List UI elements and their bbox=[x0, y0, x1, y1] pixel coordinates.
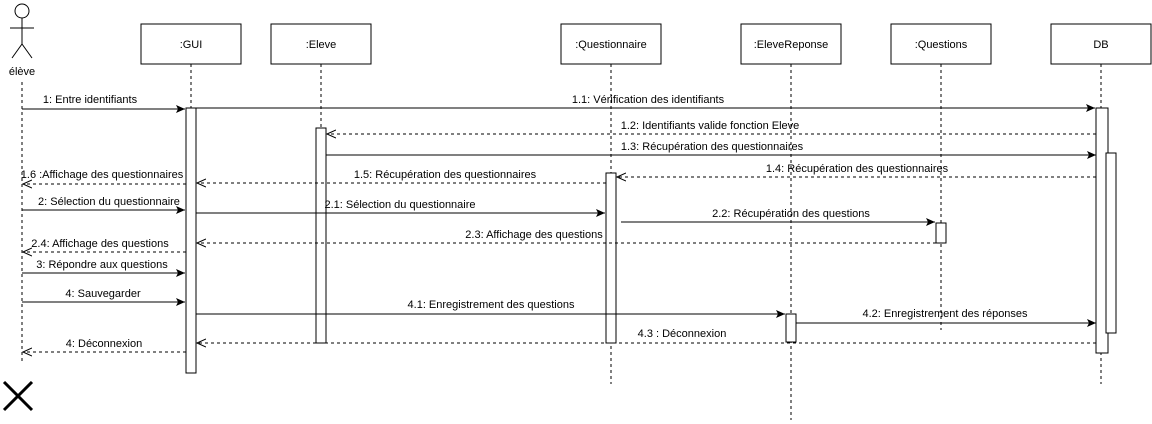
message-4-1-label: 4.1: Enregistrement des questions bbox=[408, 299, 575, 311]
message-2-3: 2.3: Affichage des questions bbox=[197, 229, 936, 243]
message-2-label: 2: Sélection du questionnaire bbox=[38, 196, 180, 208]
message-2-3-label: 2.3: Affichage des questions bbox=[465, 229, 603, 241]
message-1-4-label: 1.4: Récupération des questionnaires bbox=[766, 163, 949, 175]
lifeline-db-label: DB bbox=[1093, 39, 1108, 51]
message-4-1: 4.1: Enregistrement des questions bbox=[196, 299, 785, 318]
message-2: 2: Sélection du questionnaire bbox=[22, 196, 185, 214]
message-4-2: 4.2: Enregistrement des réponses bbox=[796, 308, 1096, 327]
message-2-1-label: 2.1: Sélection du questionnaire bbox=[324, 199, 475, 211]
message-1-6: 1.6 :Affichage des questionnaires bbox=[21, 169, 186, 184]
lifeline-elevereponse-label: :EleveReponse bbox=[754, 39, 829, 51]
lifeline-db-head bbox=[1050, 23, 1152, 65]
message-3: 3: Répondre aux questions bbox=[22, 259, 185, 277]
lifeline-db: DB bbox=[1050, 23, 1152, 384]
lifeline-elevereponse-head bbox=[740, 23, 842, 65]
lifeline-gui-label: :GUI bbox=[180, 39, 203, 51]
lifeline-eleve-head bbox=[270, 23, 372, 65]
message-4: 4: Sauvegarder bbox=[22, 288, 185, 306]
lifeline-questionnaire-head bbox=[560, 23, 662, 65]
lifeline-gui-head bbox=[140, 23, 242, 65]
message-1-2-label: 1.2: Identifiants valide fonction Eleve bbox=[621, 120, 800, 132]
message-1-4: 1.4: Récupération des questionnaires bbox=[617, 163, 1096, 177]
message-4-2-label: 4.2: Enregistrement des réponses bbox=[862, 308, 1028, 320]
message-2-2-label: 2.2: Récupération des questions bbox=[712, 208, 870, 220]
message-3-label: 3: Répondre aux questions bbox=[36, 259, 168, 271]
actor-figure-icon bbox=[10, 3, 34, 59]
lifeline-gui: :GUI bbox=[140, 23, 242, 372]
message-1-2: 1.2: Identifiants valide fonction Eleve bbox=[327, 120, 1096, 134]
activation-eleve bbox=[315, 127, 327, 344]
message-2-4-label: 2.4: Affichage des questions bbox=[31, 238, 169, 250]
message-1-3-label: 1.3: Récupération des questionnaires bbox=[621, 141, 804, 153]
message-2-1: 2.1: Sélection du questionnaire bbox=[196, 199, 605, 217]
message-1-label: 1: Entre identifiants bbox=[43, 94, 138, 106]
lifeline-questions-head bbox=[890, 23, 992, 65]
message-4-4: 4: Déconnexion bbox=[23, 338, 186, 352]
lifeline-eleve: :Eleve bbox=[270, 23, 372, 344]
actor-eleve: élève bbox=[9, 3, 35, 362]
lifeline-questionnaire-label: :Questionnaire bbox=[575, 39, 647, 51]
activation-elevereponse bbox=[785, 313, 797, 343]
message-1-6-label: 1.6 :Affichage des questionnaires bbox=[21, 169, 184, 181]
activation-db-inner bbox=[1105, 152, 1117, 334]
message-2-4: 2.4: Affichage des questions bbox=[23, 238, 186, 252]
destruction-x-icon bbox=[2, 380, 34, 412]
message-1-5: 1.5: Récupération des questionnaires bbox=[197, 169, 606, 183]
message-1-3: 1.3: Récupération des questionnaires bbox=[326, 141, 1096, 159]
lifeline-eleve-label: :Eleve bbox=[306, 39, 337, 51]
activation-gui bbox=[185, 107, 197, 374]
message-4-4-label: 4: Déconnexion bbox=[66, 338, 142, 350]
message-1: 1: Entre identifiants bbox=[22, 94, 185, 113]
message-1-5-label: 1.5: Récupération des questionnaires bbox=[354, 169, 537, 181]
message-4-label: 4: Sauvegarder bbox=[65, 288, 141, 300]
message-4-3-label: 4.3 : Déconnexion bbox=[638, 328, 727, 340]
activation-questions bbox=[935, 222, 947, 244]
actor-label: élève bbox=[9, 66, 35, 78]
message-4-3: 4.3 : Déconnexion bbox=[197, 328, 1096, 343]
message-1-1: 1.1: Vérification des identifiants bbox=[196, 94, 1095, 112]
lifeline-questions-label: :Questions bbox=[915, 39, 968, 51]
message-2-2: 2.2: Récupération des questions bbox=[621, 208, 935, 226]
message-1-1-label: 1.1: Vérification des identifiants bbox=[572, 94, 725, 106]
activation-questionnaire bbox=[605, 172, 617, 344]
lifeline-elevereponse: :EleveReponse bbox=[740, 23, 842, 420]
